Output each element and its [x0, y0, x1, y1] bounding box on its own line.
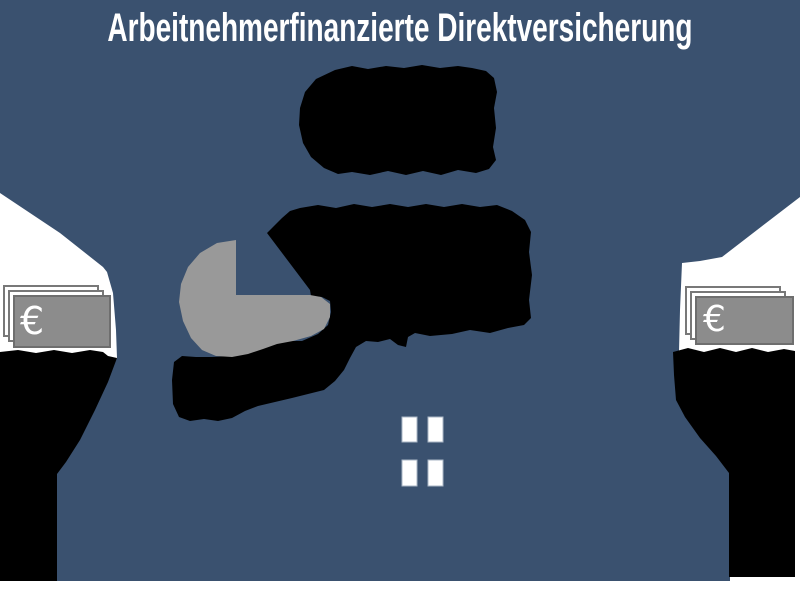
- page-title-text: Arbeitnehmerfinanzierte Direktversicheru…: [107, 5, 693, 50]
- bottom-right-text-blob: [673, 348, 795, 577]
- equals-block: [401, 459, 418, 487]
- equals-sign-blocks: [401, 416, 444, 487]
- euro-symbol-right: €: [703, 299, 726, 340]
- equals-block: [401, 416, 418, 443]
- banknote-front: [13, 295, 111, 348]
- equals-block: [427, 416, 444, 443]
- bottom-left-text-blob: [0, 350, 117, 581]
- banknote-front: [695, 296, 794, 345]
- center-text-blob: [172, 204, 532, 421]
- page-title: Arbeitnehmerfinanzierte Direktversicheru…: [0, 2, 800, 54]
- left-euro-banknotes-icon: €: [3, 285, 111, 348]
- right-euro-banknotes-icon: €: [685, 286, 794, 345]
- top-center-text-blob: [299, 65, 497, 175]
- equals-block: [427, 459, 444, 487]
- pie-chart: [179, 240, 330, 357]
- euro-symbol-left: €: [20, 299, 44, 343]
